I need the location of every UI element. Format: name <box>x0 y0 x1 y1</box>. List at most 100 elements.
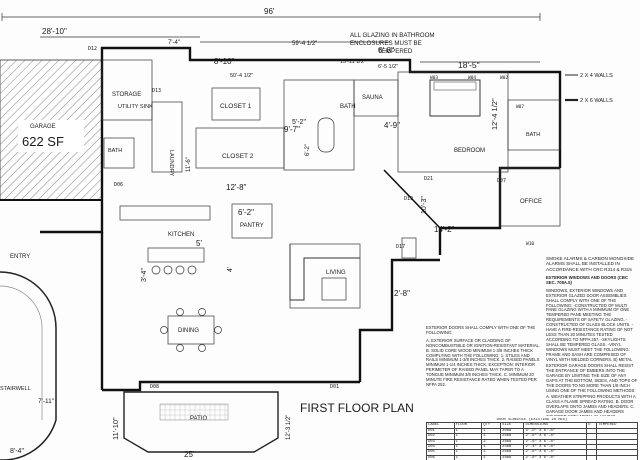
dim-14-2: 14'-2" <box>434 225 455 234</box>
schedule-cell: 1 <box>453 454 483 460</box>
dim-6-2: 6'-2" <box>238 208 254 217</box>
dim-8-4: 8'-4" <box>10 448 24 455</box>
dim-2-8: 2'-8" <box>394 289 410 298</box>
dim-7-4: 7'-4" <box>168 40 180 46</box>
dim-6-5: 6'-5 1/2" <box>378 64 398 70</box>
windows-note: EXTERIOR WINDOWS AND DOORS (CBC SEC. 708… <box>546 276 638 362</box>
dim-7-11: 7'-11" <box>38 398 55 405</box>
living: LIVING <box>289 237 417 309</box>
garage-note-body: A. WEATHER STRIPPING PRODUCTS WITH A CLA… <box>546 394 636 416</box>
top-dimension-row: 28'-10" 7'-4" 59'-4 1/2" 8'-10" 50'-4 1/… <box>40 27 540 79</box>
bath-right-label: BATH <box>526 132 540 138</box>
schedule-cell: 2'-8" X 6'-8" <box>523 454 588 460</box>
tag-w02: W02 <box>500 75 508 81</box>
dim-5-2: 5'-2" <box>292 119 306 126</box>
dim-18-5: 18'-5" <box>458 60 480 70</box>
dim-8-10: 8'-10" <box>214 57 235 66</box>
note-line-3: TEMPERED <box>378 48 413 55</box>
doors-note: EXTERIOR DOORS SHALL COMPLY WITH ONE OF … <box>426 326 542 416</box>
dim-3-4: 3'-4" <box>141 268 148 282</box>
dim-9-7: 9'-7" <box>284 125 300 134</box>
schedule-cell: 1 <box>481 454 502 460</box>
patio: PATIO 11'-10" 25' 12'-3 1/2" <box>111 391 292 459</box>
dim-12-4: 12'-4 1/2" <box>490 98 499 130</box>
bath-main-label: BATH <box>340 104 356 110</box>
windows-note-body: WINDOWS, EXTERIOR WINDOWS AND EXTERIOR G… <box>546 287 636 362</box>
tag-d21: D21 <box>424 176 433 182</box>
pantry: PANTRY 6'-2" <box>231 203 273 239</box>
doors-note-body: A. EXTERIOR SURFACE OR CLADDING OF NONCO… <box>426 337 541 387</box>
closet1-label: CLOSET 1 <box>220 103 252 110</box>
schedule-cell <box>586 454 598 460</box>
pantry-label: PANTRY <box>240 223 264 229</box>
note-line-1: ALL GLAZING IN BATHROOM <box>350 32 435 39</box>
dim-25: 25' <box>184 450 195 459</box>
dining: DINING D08 D01 <box>150 308 339 390</box>
closets: CLOSET 1 CLOSET 2 12'-8" 11'-6" <box>186 87 285 192</box>
storage-label: STORAGE <box>112 92 141 98</box>
dim-12-8: 12'-8" <box>226 183 247 192</box>
smoke-alarm-note: SMOKE ALARMS & CARBON MONOXIDE ALARMS SH… <box>546 256 638 272</box>
entry-label: ENTRY <box>10 254 30 260</box>
utility-sink-label: UTILITY SINK <box>118 104 153 110</box>
doors-note-header: EXTERIOR DOORS SHALL COMPLY WITH ONE OF … <box>426 326 536 335</box>
tag-w10: W10 <box>526 241 534 247</box>
office: OFFICE D07 W10 <box>497 167 561 247</box>
tag-w03: W03 <box>430 75 438 81</box>
stairwell-label: STAIRWELL <box>0 386 31 392</box>
note-line-2: ENCLOSURES MUST BE <box>350 40 422 47</box>
bedroom: BEDROOM 12'-4 1/2" W03 W02 W04 <box>397 71 508 173</box>
bathroom-glazing-note: ALL GLAZING IN BATHROOM ENCLOSURES MUST … <box>350 32 435 55</box>
dim-6-8: 6'-8" <box>378 46 394 55</box>
dim-12-3: 12'-3 1/2" <box>286 415 292 440</box>
garage-area-label: 622 SF <box>22 134 64 149</box>
dim-5: 5' <box>196 239 202 248</box>
windows-note-header: EXTERIOR WINDOWS AND DOORS (CBC SEC. 708… <box>546 276 628 285</box>
kitchen-label: KITCHEN <box>168 232 194 238</box>
schedule-cell: 2868 <box>500 454 525 460</box>
tag-w07: W07 <box>516 104 524 110</box>
tag-d08: D08 <box>150 384 159 390</box>
dim-15-11: 15'-11 1/2" <box>340 59 366 65</box>
garage-door-note: EXTERIOR GARAGE DOORS SHALL RESIST THE E… <box>546 364 638 416</box>
garage-label: GARAGE <box>30 124 56 130</box>
tag-w04: W04 <box>468 75 476 81</box>
walls-legend: 2 X 4 WALLS 2 X 6 WALLS <box>565 73 613 104</box>
schedule-cell: D06 <box>426 454 455 460</box>
garage-note-header: EXTERIOR GARAGE DOORS SHALL RESIST THE E… <box>546 364 638 393</box>
dim-11-10: 11'-10" <box>111 417 120 440</box>
tag-d07: D07 <box>497 178 506 184</box>
tag-d12: D12 <box>88 46 97 52</box>
tag-d13: D13 <box>152 88 161 94</box>
living-label: LIVING <box>326 270 346 276</box>
dim-50-4: 50'-4 1/2" <box>230 73 253 79</box>
dim-10-3: 10'-3" <box>421 196 428 214</box>
office-label: OFFICE <box>520 199 542 205</box>
dim-11-6: 11'-6" <box>186 157 192 172</box>
schedule-title: DOOR SCHEDULE (EXISTING IN HEX) <box>496 418 568 422</box>
stairwell: STAIRWELL 7'-11" 8'-4" <box>0 271 57 460</box>
legend-2x6: 2 X 6 WALLS <box>580 98 613 104</box>
smoke-note-text: SMOKE ALARMS & CARBON MONOXIDE ALARMS SH… <box>546 256 635 272</box>
sauna: SAUNA 4'-9" <box>353 79 400 130</box>
dining-label: DINING <box>178 328 199 334</box>
closet2-label: CLOSET 2 <box>222 153 254 160</box>
tag-d17: D17 <box>396 244 405 250</box>
bedroom-label: BEDROOM <box>454 148 485 154</box>
overall-dimension: 96' <box>1 7 541 21</box>
sauna-label: SAUNA <box>362 95 383 101</box>
plan-title: FIRST FLOOR PLAN <box>300 401 414 415</box>
bath-small-label: BATH <box>108 148 122 154</box>
laundry-label: LAUNDRY <box>168 150 174 177</box>
overall-dim-label: 96' <box>264 7 275 16</box>
dim-4: 4' <box>227 267 234 272</box>
garage-area: GARAGE 622 SF D12 <box>0 46 103 201</box>
legend-2x4: 2 X 4 WALLS <box>580 73 613 79</box>
hall-area: D19 D21 10'-3" 14'-2" D17 <box>383 169 455 250</box>
